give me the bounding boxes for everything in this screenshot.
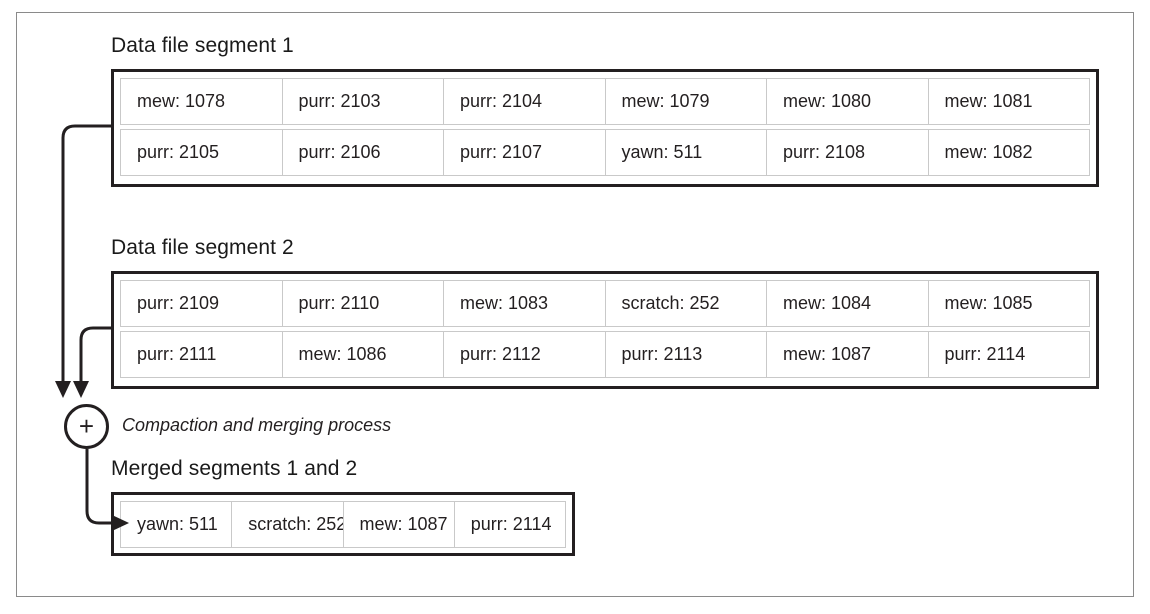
merge-caption: Compaction and merging process bbox=[122, 415, 392, 435]
arrow-segment-2-to-merge bbox=[79, 326, 111, 382]
table-row: purr: 2109 purr: 2110 mew: 1083 scratch:… bbox=[120, 280, 1090, 327]
list-item: purr: 2111 bbox=[120, 331, 283, 378]
list-item: purr: 2107 bbox=[443, 129, 606, 176]
list-item: mew: 1086 bbox=[281, 331, 444, 378]
table-row: purr: 2105 purr: 2106 purr: 2107 yawn: 5… bbox=[120, 129, 1090, 176]
arrow-segment-2-head bbox=[73, 381, 89, 398]
list-item: scratch: 252 bbox=[231, 501, 344, 548]
list-item: purr: 2114 bbox=[453, 501, 566, 548]
figure-frame: Data file segment 1 mew: 1078 purr: 2103… bbox=[16, 12, 1134, 597]
merged-box: yawn: 511 scratch: 252 mew: 1087 purr: 2… bbox=[111, 492, 575, 556]
segment-2-box: purr: 2109 purr: 2110 mew: 1083 scratch:… bbox=[111, 271, 1099, 389]
segment-1-box: mew: 1078 purr: 2103 purr: 2104 mew: 107… bbox=[111, 69, 1099, 187]
segment-1-title: Data file segment 1 bbox=[111, 34, 294, 57]
list-item: purr: 2104 bbox=[443, 78, 606, 125]
list-item: mew: 1087 bbox=[766, 331, 929, 378]
list-item: purr: 2109 bbox=[120, 280, 283, 327]
list-item: mew: 1079 bbox=[604, 78, 767, 125]
arrow-segment-1-to-merge bbox=[61, 124, 111, 382]
merge-node: + bbox=[64, 404, 109, 449]
list-item: purr: 2110 bbox=[281, 280, 444, 327]
list-item: purr: 2103 bbox=[281, 78, 444, 125]
list-item: scratch: 252 bbox=[604, 280, 767, 327]
list-item: mew: 1082 bbox=[927, 129, 1090, 176]
segment-2-title: Data file segment 2 bbox=[111, 236, 294, 259]
table-row: purr: 2111 mew: 1086 purr: 2112 purr: 21… bbox=[120, 331, 1090, 378]
list-item: purr: 2114 bbox=[927, 331, 1090, 378]
list-item: purr: 2108 bbox=[766, 129, 929, 176]
list-item: mew: 1081 bbox=[927, 78, 1090, 125]
list-item: mew: 1085 bbox=[927, 280, 1090, 327]
list-item: mew: 1083 bbox=[443, 280, 606, 327]
table-row: mew: 1078 purr: 2103 purr: 2104 mew: 107… bbox=[120, 78, 1090, 125]
list-item: mew: 1080 bbox=[766, 78, 929, 125]
list-item: yawn: 511 bbox=[120, 501, 233, 548]
list-item: purr: 2105 bbox=[120, 129, 283, 176]
list-item: mew: 1087 bbox=[342, 501, 455, 548]
list-item: mew: 1078 bbox=[120, 78, 283, 125]
list-item: mew: 1084 bbox=[766, 280, 929, 327]
arrow-merge-to-merged bbox=[85, 449, 113, 525]
plus-icon: + bbox=[78, 410, 95, 441]
list-item: purr: 2113 bbox=[604, 331, 767, 378]
list-item: yawn: 511 bbox=[604, 129, 767, 176]
list-item: purr: 2112 bbox=[443, 331, 606, 378]
table-row: yawn: 511 scratch: 252 mew: 1087 purr: 2… bbox=[120, 501, 566, 548]
arrow-segment-1-head bbox=[55, 381, 71, 398]
merged-title: Merged segments 1 and 2 bbox=[111, 457, 358, 480]
list-item: purr: 2106 bbox=[281, 129, 444, 176]
